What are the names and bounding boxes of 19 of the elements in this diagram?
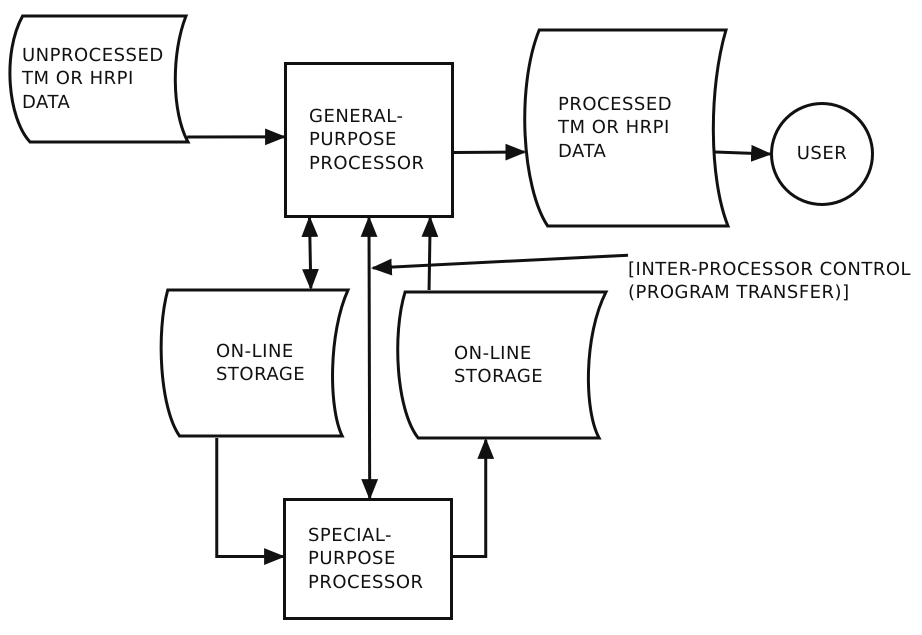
leader-arrow [370, 254, 628, 276]
node-label: USER [796, 142, 848, 166]
node-label: ON-LINE STORAGE [454, 342, 544, 388]
node-label: GENERAL- PURPOSE PROCESSOR [309, 104, 426, 176]
arrow [714, 144, 772, 162]
arrow [187, 128, 286, 146]
annotation-text: [INTER-PROCESSOR CONTROL (PROGRAM TRANSFER)] [628, 258, 912, 304]
arrow [453, 438, 494, 558]
process-box [283, 498, 453, 620]
node-label: UNPROCESSED TM OR HRPI DATA [22, 44, 165, 114]
node-label: ON-LINE STORAGE [216, 340, 306, 386]
process-box [284, 62, 454, 218]
node-label: SPECIAL- PURPOSE PROCESSOR [308, 524, 424, 594]
arrow [215, 438, 286, 565]
node-label: PROCESSED TM OR HRPI DATA [558, 92, 674, 164]
arrow [454, 144, 526, 161]
arrow [301, 216, 319, 290]
arrow [422, 216, 438, 290]
arrow [360, 216, 378, 500]
